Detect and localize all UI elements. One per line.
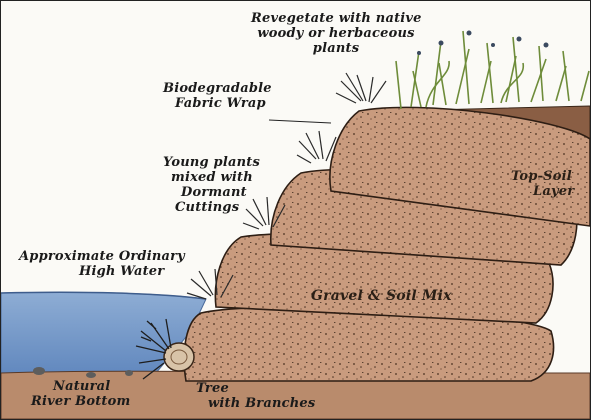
label-top-soil: Top-Soil Layer: [511, 169, 574, 199]
label-gravel-soil-mix: Gravel & Soil Mix: [311, 289, 452, 304]
label-young-line1: Young plants: [163, 155, 260, 170]
label-water-line2: High Water: [19, 264, 185, 279]
label-young-line3: Dormant: [163, 185, 260, 200]
label-river-bottom: Natural River Bottom: [31, 379, 130, 409]
grass-vegetation: [396, 31, 589, 109]
label-revegetate-line1: Revegetate with native: [251, 11, 421, 26]
label-top-soil-line1: Top-Soil: [511, 169, 574, 184]
label-fabric-line2: Fabric Wrap: [163, 96, 272, 111]
cuttings-tuft-top: [336, 73, 386, 103]
leader-fabric: [269, 120, 331, 123]
cuttings-tuft-2: [297, 131, 336, 163]
label-river-line1: Natural: [31, 379, 130, 394]
label-high-water: Approximate Ordinary High Water: [19, 249, 185, 279]
label-young-plants: Young plants mixed with Dormant Cuttings: [163, 155, 260, 215]
label-tree-line1: Tree: [196, 381, 315, 396]
label-river-line2: River Bottom: [31, 394, 130, 409]
label-fabric-wrap: Biodegradable Fabric Wrap: [163, 81, 272, 111]
label-fabric-line1: Biodegradable: [163, 81, 272, 96]
label-revegetate: Revegetate with native woody or herbaceo…: [251, 11, 421, 56]
label-young-line4: Cuttings: [163, 200, 260, 215]
label-top-soil-line2: Layer: [511, 184, 574, 199]
label-young-line2: mixed with: [163, 170, 260, 185]
label-revegetate-line2: woody or herbaceous: [251, 26, 421, 41]
label-tree-line2: with Branches: [196, 396, 315, 411]
label-tree-branches: Tree with Branches: [196, 381, 315, 411]
label-water-line1: Approximate Ordinary: [19, 249, 185, 264]
label-revegetate-line3: plants: [251, 41, 421, 56]
